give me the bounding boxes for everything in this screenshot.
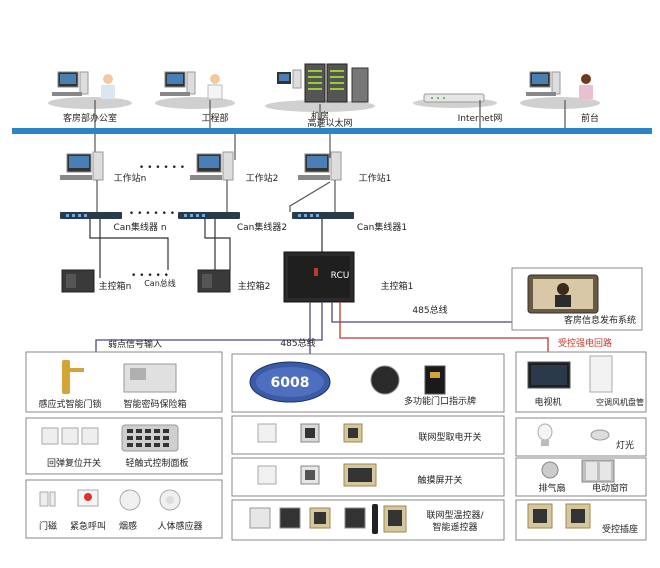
can-hub-1-label: Can集线器1 bbox=[357, 221, 407, 233]
strong-loop-label: 受控强电回路 bbox=[558, 337, 612, 349]
can-hub-n bbox=[60, 212, 122, 219]
ethernet-bus bbox=[12, 128, 652, 134]
reset-switch-label: 回弹复位开关 bbox=[47, 457, 101, 469]
workstation-n bbox=[60, 151, 104, 181]
internet-node bbox=[413, 93, 497, 108]
controller-2-label: 主控箱2 bbox=[238, 280, 271, 292]
touch-panel-label: 轻触式控制面板 bbox=[125, 457, 188, 469]
can-hub-n-label: Can集线器 n bbox=[113, 221, 166, 233]
remote-label: 联网型温控器/智能遥控器 bbox=[426, 509, 484, 533]
top-drop-lines bbox=[94, 100, 566, 130]
safe-label: 智能密码保险箱 bbox=[123, 398, 186, 410]
controller-box-n bbox=[61, 269, 95, 293]
controller-1-label: 主控箱1 bbox=[381, 280, 414, 292]
smoke-label: 烟感 bbox=[119, 520, 137, 532]
lock-label: 感应式智能门锁 bbox=[38, 398, 101, 410]
ellipsis-1: • • • • • • bbox=[139, 163, 185, 173]
panel-door-sign bbox=[231, 353, 505, 413]
engineering-label: 工程部 bbox=[201, 112, 228, 124]
card-switch-label: 联网型取电开关 bbox=[418, 431, 481, 443]
curtain-label: 电动窗帘 bbox=[592, 482, 628, 494]
hub-controller-links bbox=[89, 219, 323, 278]
panel-tv-ac bbox=[515, 351, 647, 413]
bus485-left-label: 485总线 bbox=[280, 337, 315, 349]
bus485-right-label: 485总线 bbox=[412, 304, 447, 316]
weak-signal-label: 弱点信号输入 bbox=[108, 338, 162, 350]
front-desk-node bbox=[520, 71, 600, 109]
panel-switches bbox=[25, 417, 223, 475]
can-hub-2-label: Can集线器2 bbox=[237, 221, 287, 233]
panel-lock-safe bbox=[25, 351, 223, 413]
workstation-2 bbox=[190, 151, 234, 181]
engineering-node bbox=[155, 71, 235, 109]
can-hub-2 bbox=[178, 212, 240, 219]
tv-label: 电视机 bbox=[534, 396, 561, 408]
emergency-label: 紧急呼叫 bbox=[70, 520, 106, 532]
panel-thermostat bbox=[231, 499, 505, 541]
socket-label: 受控插座 bbox=[602, 523, 638, 535]
ellipsis-3: • • • • • bbox=[131, 271, 169, 281]
workstation-n-label: 工作站n bbox=[114, 172, 147, 184]
fan-label: 排气扇 bbox=[538, 482, 565, 494]
rcu-label: RCU bbox=[331, 271, 350, 281]
panel-light bbox=[515, 417, 647, 457]
can-bus-label: Can总线 bbox=[144, 278, 176, 288]
ellipsis-2: • • • • • • bbox=[129, 209, 175, 219]
workstation-2-label: 工作站2 bbox=[246, 172, 279, 184]
office-node bbox=[48, 71, 132, 109]
panel-card-switch bbox=[231, 415, 505, 455]
controller-n-label: 主控箱n bbox=[99, 280, 132, 292]
controller-box-2 bbox=[197, 269, 231, 293]
workstation-1 bbox=[298, 151, 342, 181]
motion-label: 人体感应器 bbox=[157, 520, 202, 532]
rcu-output-lines bbox=[95, 302, 549, 354]
front-desk-label: 前台 bbox=[581, 112, 599, 124]
guest-info-label: 客房信息发布系统 bbox=[564, 314, 636, 326]
workstation-1-label: 工作站1 bbox=[359, 172, 392, 184]
door-sign-label: 多功能门口指示牌 bbox=[404, 395, 476, 407]
light-label: 灯光 bbox=[616, 439, 634, 451]
panel-fan-curtain bbox=[515, 457, 647, 497]
touch-screen-label: 触摸屏开关 bbox=[417, 474, 462, 486]
ac-label: 空调风机盘管 bbox=[596, 397, 644, 407]
door-number: 6008 bbox=[271, 375, 310, 391]
ws-hub-links bbox=[96, 180, 336, 212]
panel-touch-screen bbox=[231, 457, 505, 497]
guest-info-box bbox=[511, 267, 643, 331]
rcu-box bbox=[283, 251, 355, 303]
panel-sensors bbox=[25, 479, 223, 539]
magnet-label: 门磁 bbox=[39, 520, 57, 532]
panel-socket bbox=[515, 499, 647, 541]
office-label: 客房部办公室 bbox=[63, 112, 117, 124]
can-hub-1 bbox=[292, 212, 354, 219]
ethernet-label: 高速以太网 bbox=[307, 117, 352, 129]
